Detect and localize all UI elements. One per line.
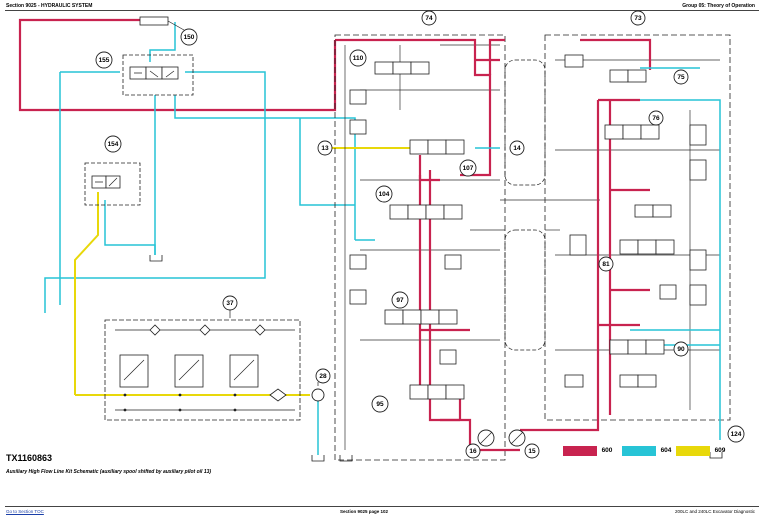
page-number: Section 9025 page 102 [340, 509, 389, 514]
callout-14: 14 [513, 145, 521, 152]
solenoid-valve-155 [122, 54, 194, 96]
callout-95: 95 [376, 401, 384, 408]
callout-124: 124 [730, 431, 742, 438]
pilot-valve-block-37 [104, 308, 301, 421]
callout-104: 104 [378, 191, 390, 198]
figure-id: TX1160863 [6, 453, 53, 463]
valve-spools [349, 54, 707, 400]
callout-75: 75 [677, 74, 685, 81]
callout-110: 110 [352, 55, 364, 62]
callout-37: 37 [226, 300, 234, 307]
callout-81: 81 [602, 261, 610, 268]
callout-73: 73 [634, 15, 642, 22]
callout-154: 154 [107, 141, 119, 148]
legend-label-604: 604 [660, 447, 672, 454]
return-lines-left [44, 22, 375, 455]
callout-28: 28 [319, 373, 327, 380]
callout-15: 15 [528, 448, 536, 455]
callout-90: 90 [677, 346, 685, 353]
pilot-pump-28 [311, 382, 325, 402]
pressure-lines-valve [340, 38, 652, 452]
header-section-title: Section 9025 - HYDRAULIC SYSTEM [6, 3, 93, 9]
manual-title: 200LC and 240LC Excavator Diagnostic [674, 509, 755, 514]
callout-76: 76 [652, 115, 660, 122]
callout-74: 74 [425, 15, 433, 22]
callout-150: 150 [183, 34, 195, 41]
legend-label-609: 609 [714, 447, 726, 454]
pressure-switch-150 [139, 16, 185, 31]
callout-13: 13 [321, 145, 329, 152]
header-group-title: Group 05: Theory of Operation [682, 3, 755, 9]
callout-155: 155 [98, 57, 110, 64]
main-pumps [477, 429, 526, 447]
legend-label-600: 600 [601, 447, 613, 454]
color-legend [563, 446, 710, 456]
footer-divider [5, 506, 759, 507]
callout-circles [95, 10, 745, 459]
header-divider [5, 10, 759, 11]
callout-16: 16 [469, 448, 477, 455]
toc-link[interactable]: Go to Section TOC [6, 509, 44, 514]
figure-caption: Auxiliary High Flow Line Kit Schematic (… [6, 469, 212, 475]
callout-97: 97 [396, 297, 404, 304]
control-valve-73 [544, 34, 731, 421]
solenoid-valve-154 [84, 162, 141, 206]
callout-107: 107 [462, 165, 474, 172]
